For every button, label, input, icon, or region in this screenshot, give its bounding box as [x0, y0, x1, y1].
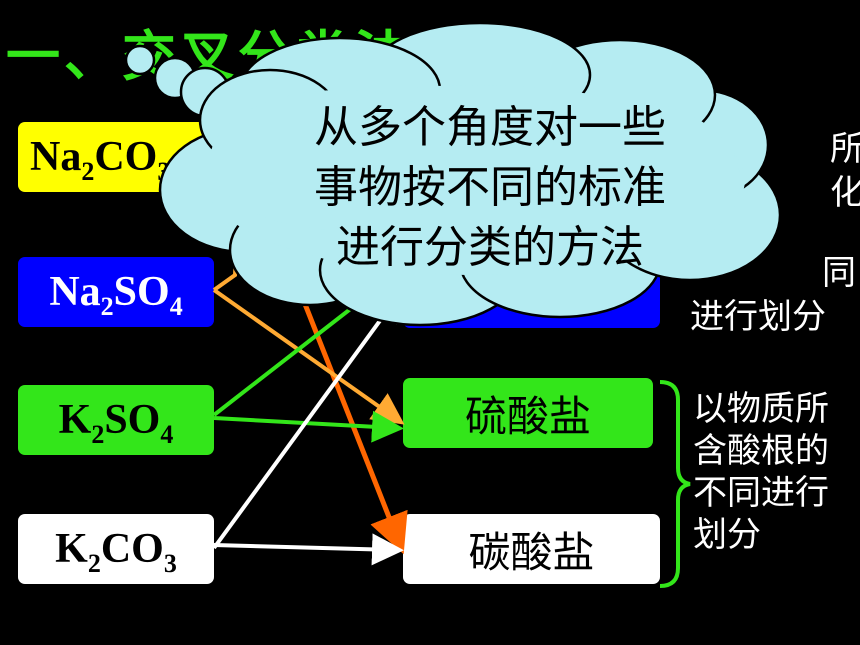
category-box-sulfate: 硫酸盐 [403, 378, 653, 448]
formula-text: Na2SO4 [49, 269, 183, 321]
formula-box-na2so4: Na2SO4 [18, 257, 214, 327]
formula-box-k2so4: K2SO4 [18, 385, 214, 455]
note-top-line-1: 所 [830, 129, 860, 169]
category-box-carbonate: 碳酸盐 [403, 514, 660, 584]
note-bottom-line-1: 以物质所 [693, 389, 829, 429]
note-top-line-4: 进行划分 [690, 297, 826, 337]
note-top-line-3: 同 [822, 253, 856, 293]
note-bottom-line-4: 划分 [693, 515, 761, 555]
formula-text: K2CO3 [55, 526, 177, 578]
category-label: 碳酸盐 [468, 527, 595, 577]
note-bottom-line-2: 含酸根的 [693, 431, 829, 471]
note-top-line-2: 化 [830, 173, 860, 213]
category-label: 硫酸盐 [464, 391, 591, 441]
cloud-text: 从多个角度对一些 事物按不同的标准 进行分类的方法 [255, 98, 725, 278]
formula-text: K2SO4 [58, 397, 174, 449]
formula-box-k2co3: K2CO3 [18, 514, 214, 584]
note-bottom: 以物质所 含酸根的 不同进行 划分 [693, 388, 829, 556]
cloud-line-2: 事物按不同的标准 [314, 162, 666, 213]
cloud-line-1: 从多个角度对一些 [314, 102, 666, 153]
note-bottom-line-3: 不同进行 [693, 473, 829, 513]
arrow-k2co3-hidden [212, 289, 403, 550]
cloud-line-3: 进行分类的方法 [336, 222, 644, 273]
brace-bottom [659, 380, 691, 588]
arrow-k2co3-carbonate [213, 533, 404, 566]
arrow-na2so4-sulfate-main [212, 288, 405, 425]
